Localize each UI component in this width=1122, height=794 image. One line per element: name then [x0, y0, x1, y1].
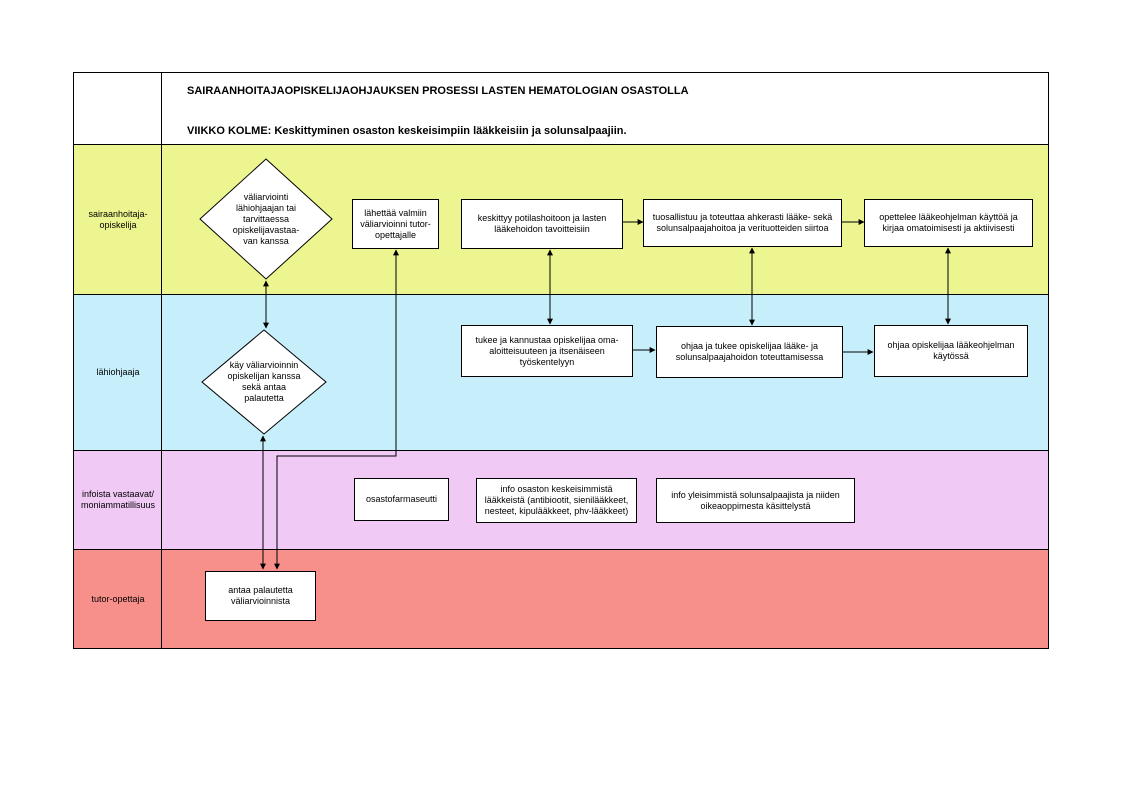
lane-label-student: sairaanhoitaja- opiskelija: [88, 209, 148, 230]
decision-supervisor-text: käy väliarvioinnin opiskelijan kanssa se…: [227, 360, 301, 403]
connector-send-eval-tutor: [274, 249, 399, 570]
title-area: SAIRAANHOITAJAOPISKELIJAOHJAUKSEN PROSES…: [73, 72, 1049, 145]
box-info-drugs: info osaston keskeisimmistä lääkkeistä (…: [476, 478, 637, 523]
page-title: SAIRAANHOITAJAOPISKELIJAOHJAUKSEN PROSES…: [187, 85, 689, 97]
lane-label-info: infoista vastaavat/ moniammatillisuus: [80, 489, 156, 510]
lane-label-column: [74, 550, 162, 648]
lane-label-tutor: tutor-opettaja: [91, 594, 145, 604]
title-label-column: [74, 73, 162, 144]
box-pharmacist: osastofarmaseutti: [354, 478, 449, 521]
box-info-cytostatics: info yleisimmistä solunsalpaajista ja ni…: [656, 478, 855, 523]
box-guide-program: ohjaa opiskelijaa lääkeohjelman käytössä: [874, 325, 1028, 377]
lane-label-column: [74, 145, 162, 294]
box-participate: tuosallistuu ja toteuttaa ahkerasti lääk…: [643, 199, 842, 247]
decision-diamond-student: [199, 158, 333, 280]
box-learn-program: opettelee lääkeohjelman käyttöä ja kirja…: [864, 199, 1033, 247]
box-support: tukee ja kannustaa opiskelijaa oma- aloi…: [461, 325, 633, 377]
page-subtitle: VIIKKO KOLME: Keskittyminen osaston kesk…: [187, 125, 627, 137]
box-tutor-feedback: antaa palautetta väliarvioinnista: [205, 571, 316, 621]
decision-student-text: väliarviointi lähiohjaajan tai tarvittae…: [232, 191, 300, 246]
lane-label-column: [74, 295, 162, 450]
lane-label-column: [74, 451, 162, 549]
box-guide-medication: ohjaa ja tukee opiskelijaa lääke- ja sol…: [656, 326, 843, 378]
lane-label-supervisor: lähiohjaaja: [96, 367, 140, 377]
box-send-evaluation: lähettää valmiin väliarvioinni tutor- op…: [352, 199, 439, 249]
box-focus-care: keskittyy potilashoitoon ja lasten lääke…: [461, 199, 623, 249]
